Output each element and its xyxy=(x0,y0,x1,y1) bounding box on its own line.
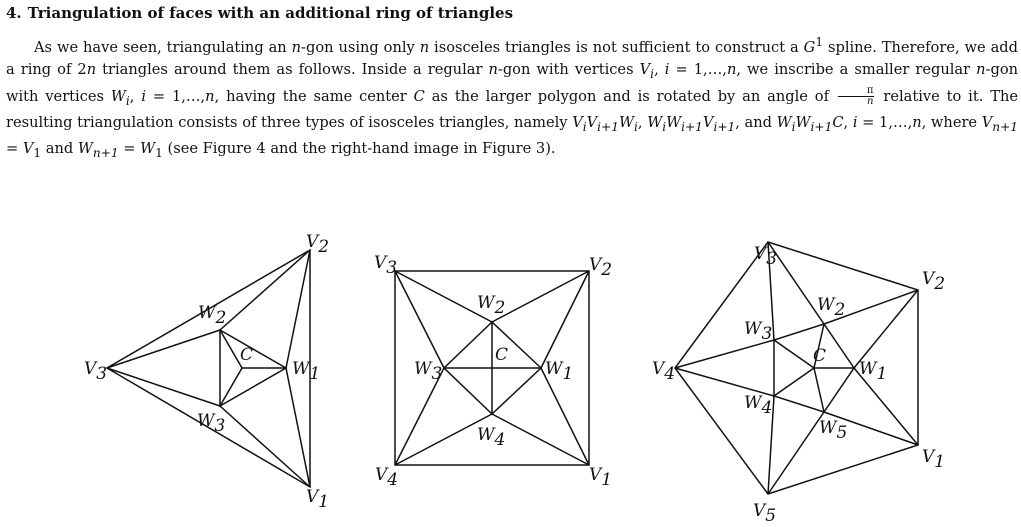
pent-label-w2: W2 xyxy=(817,295,845,320)
sq-edge-v-w xyxy=(394,270,445,369)
section-title: Triangulation of faces with an additiona… xyxy=(27,4,514,22)
sq-label-w1: W1 xyxy=(545,359,573,384)
tri-label-v1: V1 xyxy=(306,487,329,512)
tri-edge-w-center xyxy=(219,367,243,407)
sq-label-v3: V3 xyxy=(374,253,397,278)
pent-label-v4: V4 xyxy=(652,359,675,384)
tri-edge-w-vnext xyxy=(219,405,311,488)
sq-label-v1: V1 xyxy=(589,465,612,490)
section-number: 4. xyxy=(6,4,22,22)
pent-edge-w-vnext xyxy=(823,411,919,446)
sq-label-w3: W3 xyxy=(414,359,442,384)
pent-label-w4: W4 xyxy=(744,393,772,418)
pent-edge-w-vnext xyxy=(853,289,919,369)
tri-edge-v-w xyxy=(219,249,311,331)
sq-label-v4: V4 xyxy=(375,465,398,490)
body-paragraph: As we have seen, triangulating an n-gon … xyxy=(6,35,1019,161)
pent-label-v3: V3 xyxy=(754,244,777,269)
pent-edge-w-center xyxy=(773,339,815,369)
pent-edge-v-w xyxy=(767,241,775,341)
pent-outer-polygon xyxy=(674,241,919,495)
tri-label-center: C xyxy=(240,345,253,365)
tri-edge-v-w xyxy=(285,367,311,488)
sq-edge-v-w xyxy=(394,413,493,466)
sq-edge-w-vnext xyxy=(394,367,445,466)
pent-label-v5: V5 xyxy=(753,501,776,526)
tri-label-w1: W1 xyxy=(292,359,320,384)
pent-edge-w-vnext xyxy=(767,241,825,325)
tri-label-v3: V3 xyxy=(84,359,107,384)
pent-label-v2: V2 xyxy=(922,269,945,294)
sq-label-center: C xyxy=(495,345,508,365)
pent-edge-w-center xyxy=(813,323,825,369)
sq-label-v2: V2 xyxy=(589,255,612,280)
pent-edge-v-w xyxy=(823,289,919,325)
tri-edge-v-w xyxy=(106,367,221,407)
sq-label-w2: W2 xyxy=(477,293,505,318)
sq-edge-w-vnext xyxy=(394,270,493,323)
tri-label-w2: W2 xyxy=(198,303,226,328)
sq-edge-w-vnext xyxy=(491,413,590,466)
pent-inner-polygon xyxy=(773,323,855,413)
pent-edge-v-w xyxy=(674,367,775,397)
pent-edge-w-vnext xyxy=(674,339,775,369)
pent-edge-w-center xyxy=(773,367,815,397)
sq-edge-w-vnext xyxy=(540,270,590,369)
sq-edge-v-w xyxy=(540,367,590,466)
pent-edge-w-center xyxy=(813,367,825,413)
tri-inner-polygon xyxy=(219,328,288,408)
pent-edge-w-vnext xyxy=(767,395,775,495)
sq-label-w4: W4 xyxy=(477,425,505,450)
tri-edge-w-center xyxy=(219,329,243,369)
tri-label-v2: V2 xyxy=(306,232,329,257)
section-heading: 4. Triangulation of faces with an additio… xyxy=(6,4,513,22)
pent-label-center: C xyxy=(813,346,826,366)
pent-label-w3: W3 xyxy=(744,319,772,344)
pent-label-w5: W5 xyxy=(819,418,847,443)
tri-outer-polygon xyxy=(105,248,311,489)
sq-edge-v-w xyxy=(491,270,590,323)
tri-edge-w-vnext xyxy=(285,249,311,369)
tri-label-w3: W3 xyxy=(197,411,225,436)
pent-edge-v-w xyxy=(853,367,919,446)
tri-edge-w-vnext xyxy=(106,329,221,369)
pent-edge-v-w xyxy=(767,411,825,495)
pent-label-v1: V1 xyxy=(922,447,945,472)
